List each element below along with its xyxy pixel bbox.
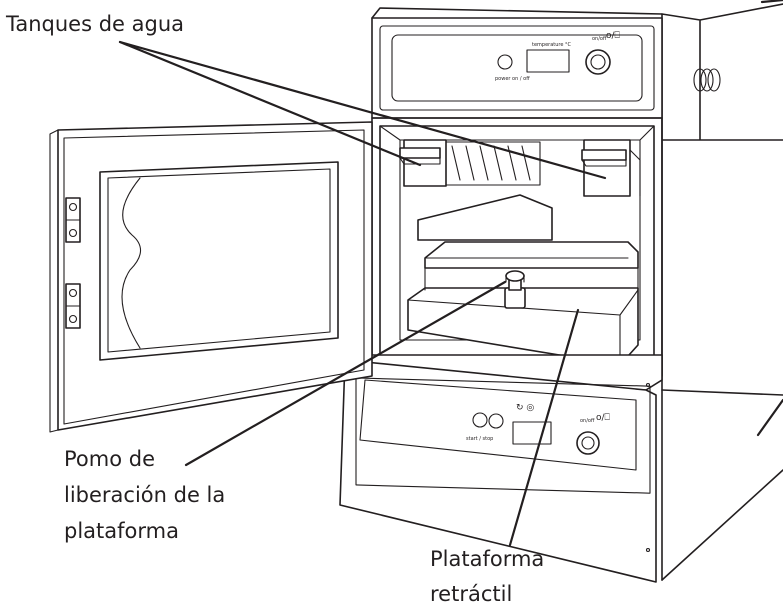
start-button-2 xyxy=(488,413,504,429)
cabinet xyxy=(371,3,783,581)
labels: Tanques de agua Pomo de liberación de la… xyxy=(5,12,544,606)
leader-tank-left xyxy=(118,40,422,167)
door xyxy=(49,121,373,433)
bottom-switch-symbol: o/⎕ xyxy=(596,413,611,423)
top-switch-symbol: o/⎕ xyxy=(606,31,621,41)
fan-grille xyxy=(444,141,541,186)
leader-knob xyxy=(184,280,507,467)
side-connector xyxy=(693,68,721,92)
label-knob-line3: plataforma xyxy=(64,519,179,543)
top-display-label: temperature °C xyxy=(532,42,572,48)
temperature-display xyxy=(526,49,570,73)
bottom-switch-label: on/off xyxy=(580,418,595,424)
power-button xyxy=(497,54,513,70)
cabinet-top-edge xyxy=(371,7,663,19)
label-knob-line2: liberación de la xyxy=(64,483,225,507)
bottom-switch-knob xyxy=(576,431,600,455)
water-tank-left xyxy=(399,139,447,187)
bottom-buttons-label: start / stop xyxy=(466,436,493,442)
bottom-display xyxy=(512,421,552,445)
bottom-control-panel: start / stop ↻ ◎ on/off o/⎕ xyxy=(339,344,663,583)
water-tank-right xyxy=(581,139,641,197)
retractable-platform xyxy=(407,194,639,366)
top-control-panel: temperature °C power on / off on/off o/⎕ xyxy=(371,17,663,119)
leader-right-side xyxy=(756,398,783,437)
leader-platform xyxy=(508,308,580,547)
start-button-1 xyxy=(472,412,488,428)
platform-release-knob xyxy=(504,270,526,309)
cabinet-side xyxy=(661,3,783,581)
label-platform-line2: retráctil xyxy=(430,582,512,606)
svg-text:↻ ◎: ↻ ◎ xyxy=(516,403,534,413)
label-platform-line1: Plataforma xyxy=(430,547,544,571)
door-window xyxy=(99,161,339,361)
cabinet-side-lower xyxy=(661,389,783,581)
door-hinge-top xyxy=(65,197,81,243)
leader-lines xyxy=(118,0,783,547)
top-switch-label: on/off xyxy=(592,36,607,42)
top-switch-knob xyxy=(585,49,611,75)
leader-top-right xyxy=(760,0,783,4)
door-hinge-bottom xyxy=(65,283,81,329)
top-button-label: power on / off xyxy=(495,76,530,82)
label-water-tanks: Tanques de agua xyxy=(5,12,184,36)
leader-tank-right xyxy=(118,40,607,180)
label-knob-line1: Pomo de xyxy=(64,447,155,471)
